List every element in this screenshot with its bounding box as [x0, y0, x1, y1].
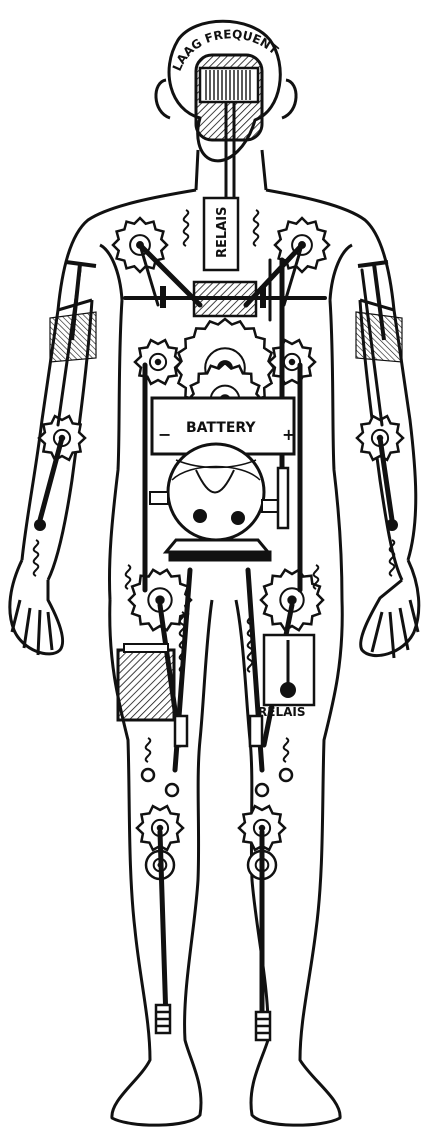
gear-hip-right — [261, 570, 323, 630]
knee-relay: RELAIS — [258, 635, 314, 719]
battery-plus-label: + — [282, 425, 295, 444]
battery-minus-label: − — [158, 425, 171, 444]
gear-chest-left — [135, 340, 181, 384]
body-outline — [10, 21, 419, 1125]
motor-globe — [150, 444, 288, 540]
gear-chest-right — [269, 340, 315, 384]
ankle-connectors — [156, 1005, 270, 1040]
chest-relay-label: RELAIS — [215, 207, 230, 258]
battery-label: BATTERY — [186, 420, 256, 436]
thigh-box-left — [118, 644, 174, 720]
knee-relay-label: RELAIS — [258, 705, 305, 719]
chest-relay: RELAIS — [204, 198, 238, 270]
motor-base — [166, 540, 270, 560]
head-frequency-unit — [196, 55, 262, 205]
